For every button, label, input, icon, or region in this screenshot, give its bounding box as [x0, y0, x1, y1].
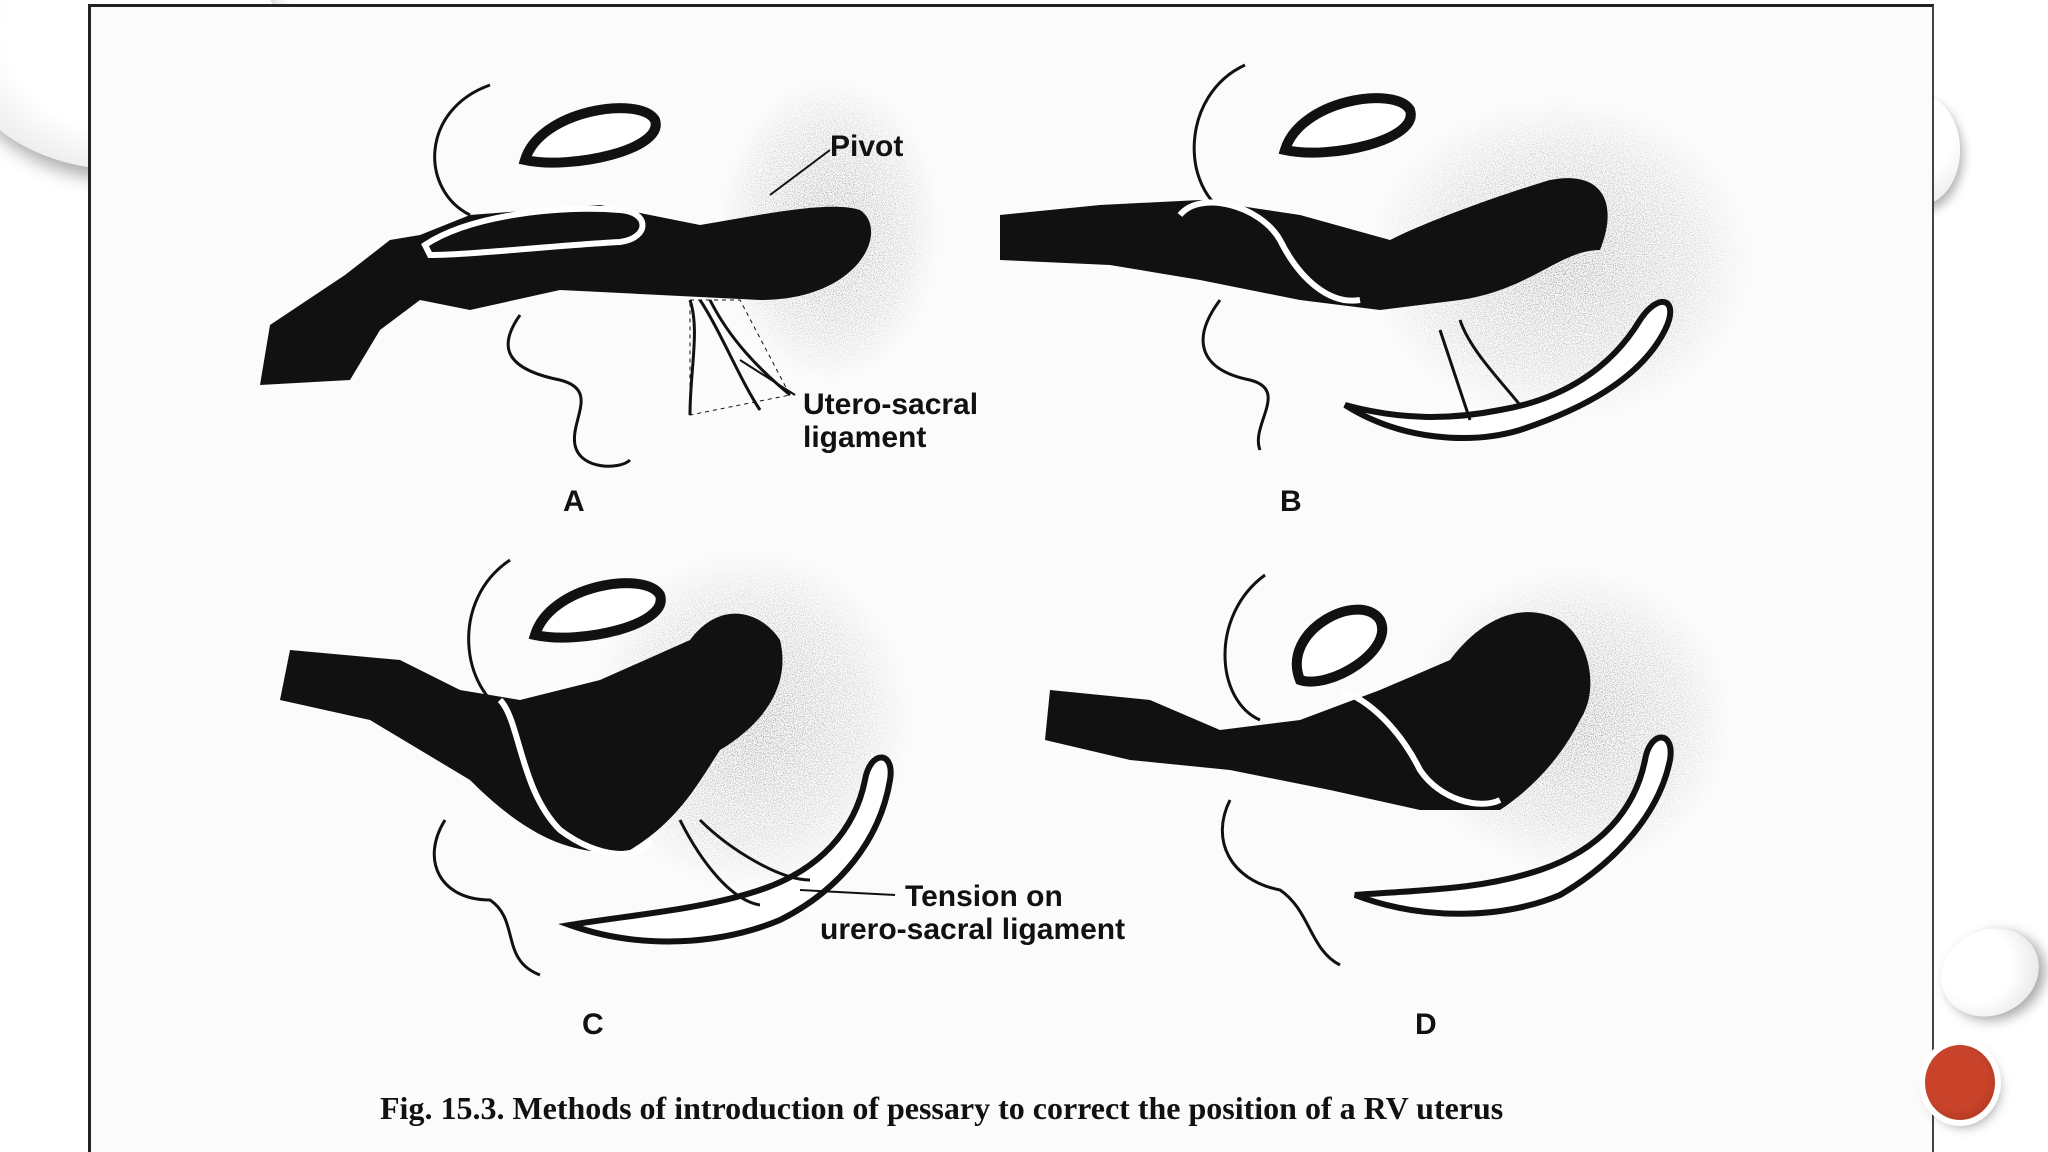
- pivot-label: Pivot: [830, 130, 904, 163]
- panel-label-d: D: [1415, 1008, 1437, 1041]
- panel-label-a: A: [563, 485, 585, 518]
- panel-d-drawing: [1045, 570, 1730, 967]
- panel-b-drawing: [1000, 63, 1750, 451]
- utero-sacral-label-line2: ligament: [803, 421, 927, 454]
- panel-label-c: C: [582, 1008, 604, 1041]
- panel-c-drawing: [280, 550, 910, 977]
- figure-caption: Fig. 15.3. Methods of introduction of pe…: [380, 1090, 1504, 1126]
- tension-label-line2: urero-sacral ligament: [820, 913, 1126, 946]
- panel-a-drawing: [260, 80, 940, 468]
- tension-label-line1: Tension on: [905, 880, 1063, 913]
- utero-sacral-label-line1: Utero-sacral: [803, 388, 979, 421]
- panel-label-b: B: [1280, 485, 1302, 518]
- decorative-red-dot: [1925, 1045, 1995, 1120]
